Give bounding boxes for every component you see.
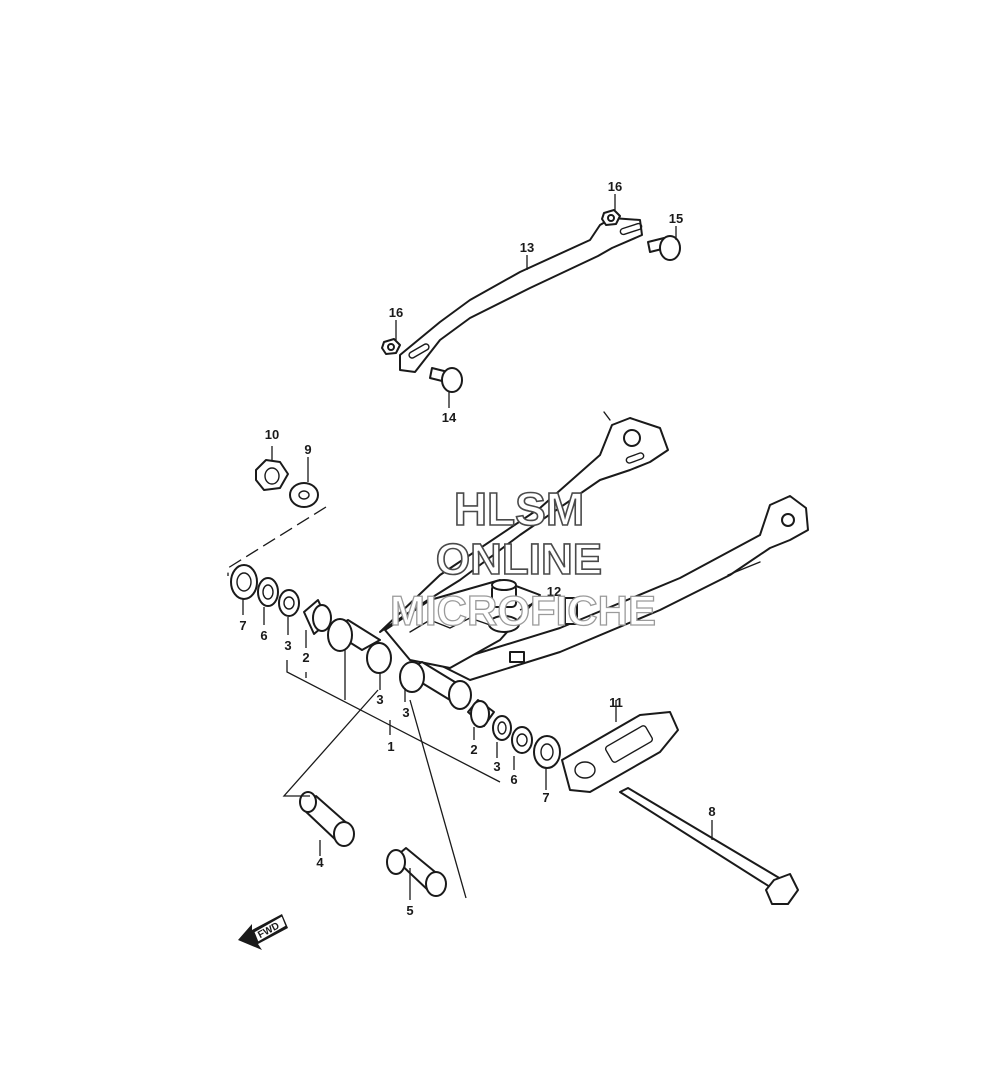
callout-6-right: 6 [510, 772, 517, 787]
part-3-bearing-right[interactable] [492, 715, 512, 741]
part-2-collar-left[interactable] [303, 599, 332, 635]
callouts: 1 2 2 3 3 3 3 4 5 6 6 7 7 8 9 10 11 12 1… [239, 179, 715, 918]
callout-13: 13 [520, 240, 534, 255]
part-3-bearing-left[interactable] [278, 589, 300, 617]
callout-3-center-b: 3 [402, 705, 409, 720]
part-8-pivot-bolt[interactable] [619, 787, 799, 905]
callout-16-upper: 16 [608, 179, 622, 194]
part-4-bushing[interactable] [299, 791, 355, 847]
callout-2-right: 2 [470, 742, 477, 757]
callout-10: 10 [265, 427, 279, 442]
callout-7-left: 7 [239, 618, 246, 633]
callout-14: 14 [442, 410, 457, 425]
callout-12: 12 [547, 584, 561, 599]
part-7-seal-right[interactable] [533, 735, 561, 769]
watermark-line-3: MICROFICHE [390, 587, 656, 634]
callout-7-right: 7 [542, 790, 549, 805]
callout-15: 15 [669, 211, 683, 226]
part-14-bolt[interactable] [429, 367, 463, 393]
callout-6-left: 6 [260, 628, 267, 643]
part-16-nut-upper[interactable] [601, 209, 621, 226]
part-15-bolt[interactable] [647, 235, 681, 261]
part-6-washer-right[interactable] [511, 726, 533, 754]
callout-11: 11 [609, 695, 623, 710]
part-11-chain-buffer[interactable] [561, 711, 679, 793]
callout-3-center-a: 3 [376, 692, 383, 707]
part-13-brace[interactable] [399, 217, 643, 373]
fwd-arrow: FWD [238, 914, 288, 950]
part-16-nut-lower[interactable] [381, 338, 401, 355]
part-2-collar-right[interactable] [467, 699, 495, 728]
callout-5: 5 [406, 903, 413, 918]
watermark: HLSM ONLINE MICROFICHE [389, 482, 656, 634]
leader-lines [227, 194, 713, 900]
part-10-nut[interactable] [255, 459, 289, 491]
callout-2-left: 2 [302, 650, 309, 665]
callout-3-right: 3 [493, 759, 500, 774]
callout-1: 1 [387, 739, 394, 754]
callout-3-left: 3 [284, 638, 291, 653]
part-6-washer-left[interactable] [257, 577, 279, 607]
callout-9: 9 [304, 442, 311, 457]
part-9-washer[interactable] [289, 482, 319, 508]
callout-16-lower: 16 [389, 305, 403, 320]
part-12-cushion[interactable] [488, 579, 520, 633]
watermark-line-2: ONLINE [436, 535, 602, 584]
callout-4: 4 [316, 855, 324, 870]
watermark-line-1: HLSM [454, 483, 584, 535]
part-7-seal-left[interactable] [230, 564, 258, 600]
callout-8: 8 [708, 804, 715, 819]
part-5-bushing[interactable] [386, 847, 447, 897]
